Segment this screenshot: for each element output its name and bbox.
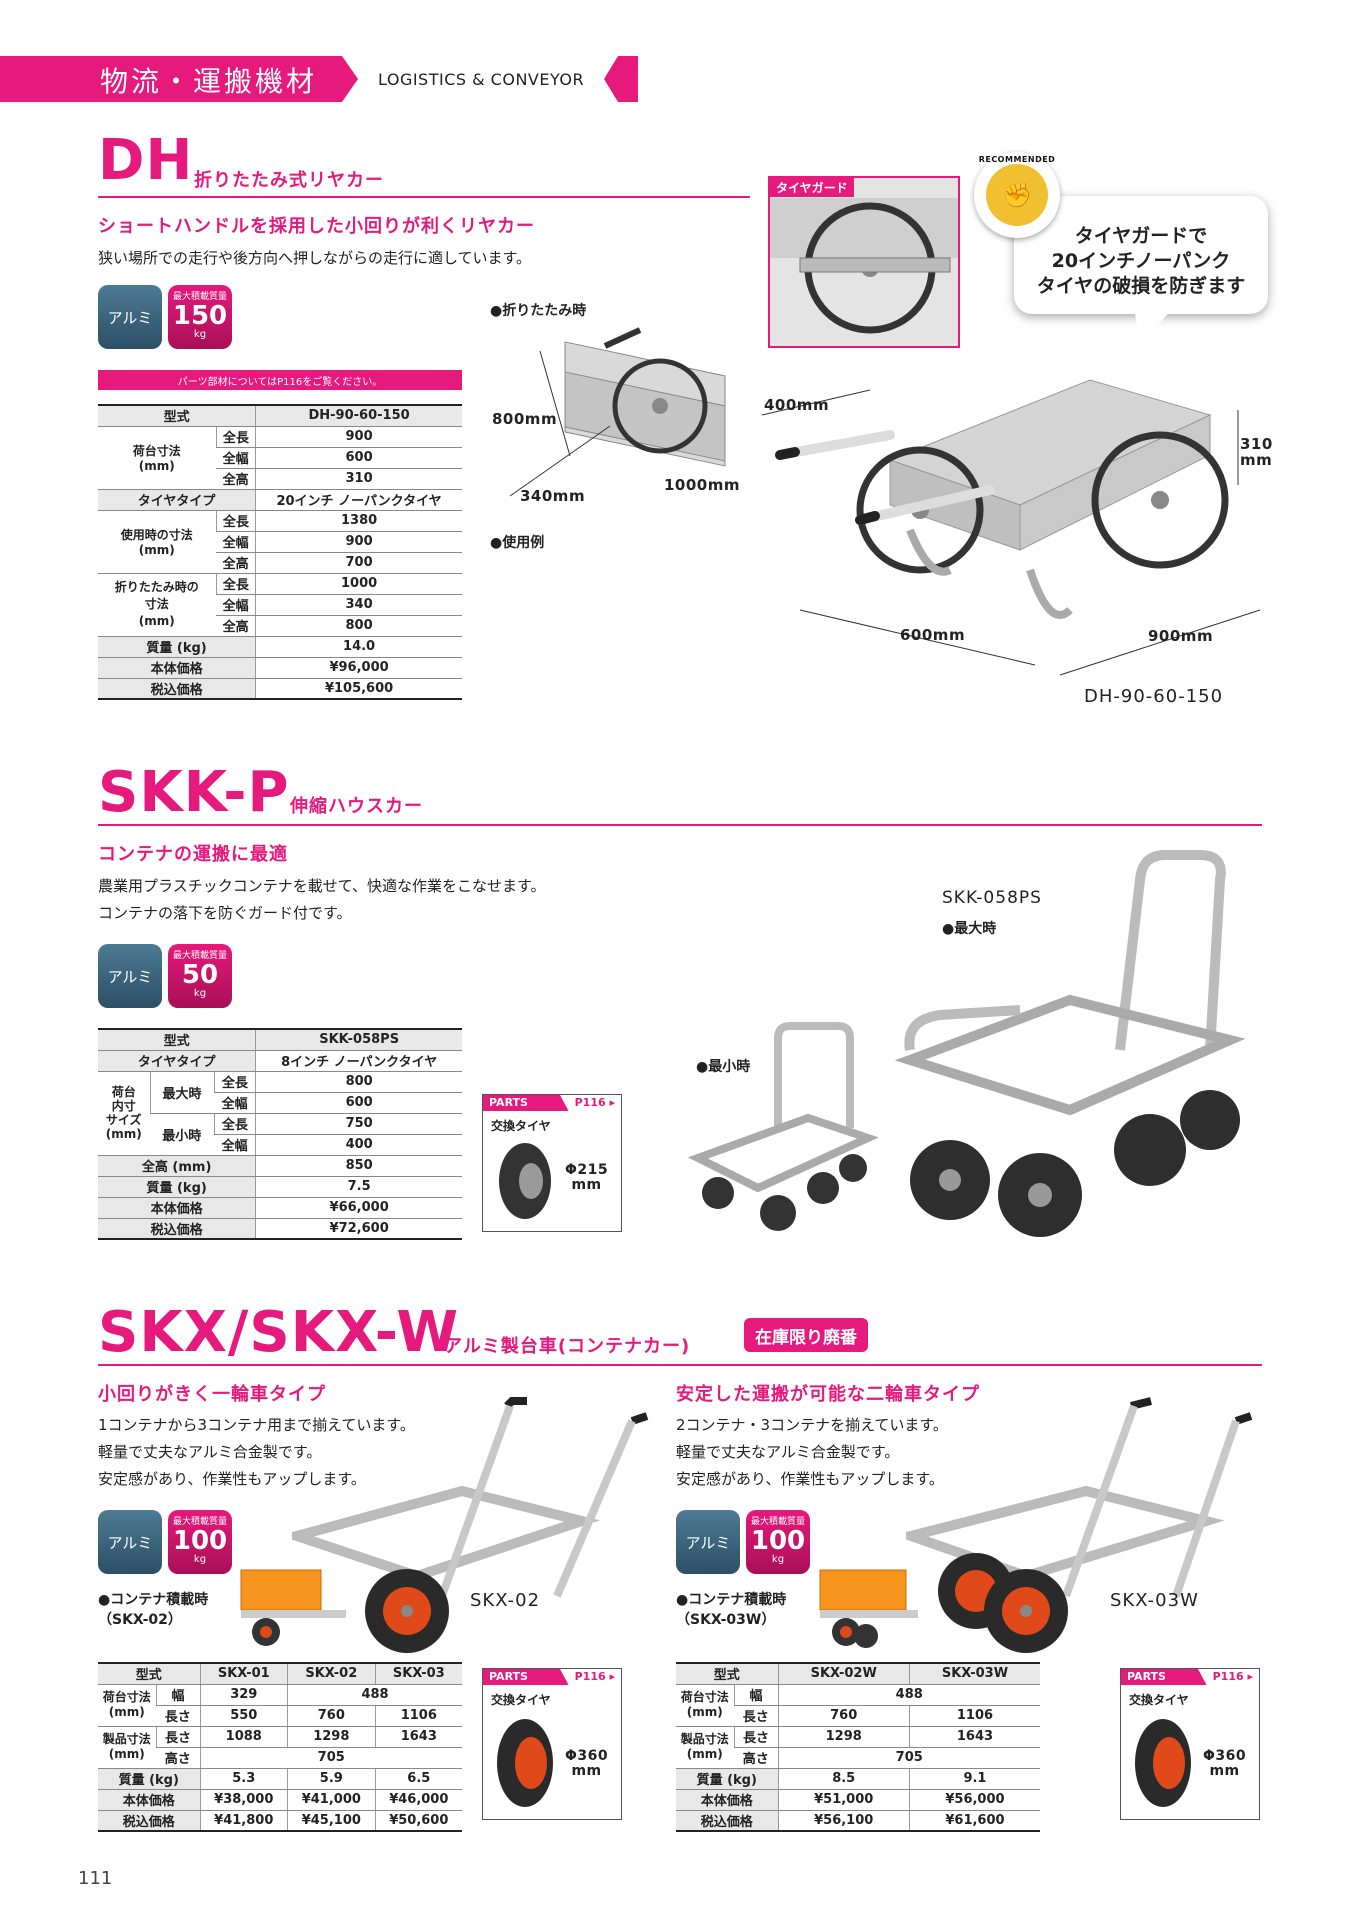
tire-guard-label: タイヤガード bbox=[770, 178, 854, 197]
skx-left-lead: 小回りがきく一輪車タイプ bbox=[98, 1384, 326, 1405]
dh-dim-handle: 400mm bbox=[764, 396, 830, 414]
material-badge: アルミ bbox=[98, 944, 162, 1008]
bubble-line-3: タイヤの破損を防ぎます bbox=[1036, 275, 1246, 297]
skx-right-product-label: SKX-03W bbox=[1110, 1590, 1199, 1611]
skkp-min-image bbox=[688, 1022, 878, 1231]
skx02-product-image bbox=[292, 1397, 649, 1653]
skx-left-product-label: SKX-02 bbox=[470, 1590, 541, 1611]
skx02-container-image bbox=[240, 1569, 346, 1646]
skx03w-container-image bbox=[819, 1569, 918, 1648]
skx-subtitle: アルミ製台車(コンテナカー) bbox=[444, 1336, 691, 1357]
material-badge: アルミ bbox=[98, 285, 162, 349]
dh-dim-width: 600mm bbox=[900, 626, 966, 644]
skx-left-parts-box: PARTS P116 ▸ 交換タイヤ Φ360 mm bbox=[482, 1668, 622, 1820]
parts-size: Φ215 mm bbox=[565, 1162, 609, 1193]
skx-left-description: 1コンテナから3コンテナ用まで揃えています。 軽量で丈夫なアルミ合金製です。 安… bbox=[98, 1416, 415, 1488]
skx-left-container-caption: ●コンテナ積載時 （SKX-02） bbox=[98, 1592, 209, 1628]
dh-product-model: DH-90-60-150 bbox=[1084, 686, 1224, 707]
skx-right-parts-box: PARTS P116 ▸ 交換タイヤ Φ360 mm bbox=[1120, 1668, 1260, 1820]
skkp-max-caption: ●最大時 bbox=[942, 921, 997, 937]
parts-note: パーツ部材についてはP116をご覧ください。 bbox=[98, 370, 462, 390]
skkp-lead: コンテナの運搬に最適 bbox=[98, 844, 288, 865]
use-example-photo bbox=[490, 530, 748, 704]
dh-dim-length: 900mm bbox=[1148, 627, 1214, 645]
bubble-line-1: タイヤガードで bbox=[1074, 225, 1208, 247]
skx-right-description: 2コンテナ・3コンテナを揃えています。 軽量で丈夫なアルミ合金製です。 安定感が… bbox=[676, 1416, 948, 1488]
load-unit: kg bbox=[193, 329, 207, 340]
skkp-min-caption: ●最小時 bbox=[696, 1059, 751, 1075]
tire-icon bbox=[1135, 1719, 1191, 1807]
header-band bbox=[0, 56, 358, 102]
dh-subtitle: 折りたたみ式リヤカー bbox=[194, 170, 384, 191]
discontinued-tag: 在庫限り廃番 bbox=[744, 1318, 868, 1352]
dh-description: 狭い場所での走行や後方向へ押しながらの走行に適しています。 bbox=[98, 249, 532, 267]
recommended-text: RECOMMENDED bbox=[978, 155, 1056, 164]
skkp-max-image bbox=[894, 850, 1246, 1237]
material-badge: アルミ bbox=[676, 1510, 740, 1574]
recommended-badge: ✊ RECOMMENDED bbox=[974, 152, 1060, 238]
skkp-description: 農業用プラスチックコンテナを載せて、快適な作業をこなせます。 コンテナの落下を防… bbox=[98, 877, 546, 922]
dh-lead: ショートハンドルを採用した小回りが利くリヤカー bbox=[98, 216, 535, 237]
skx-model-name: SKX/SKX-W bbox=[98, 1300, 460, 1365]
skx-right-lead: 安定した運搬が可能な二輪車タイプ bbox=[676, 1384, 980, 1405]
tire-icon bbox=[499, 1143, 551, 1219]
load-badge: 最大積載質量 150 kg bbox=[168, 285, 232, 349]
skkp-rule bbox=[98, 824, 1262, 826]
material-badge: アルミ bbox=[98, 1510, 162, 1574]
skx-right-container-caption: ●コンテナ積載時 （SKX-03W） bbox=[676, 1592, 787, 1628]
use-caption: ●使用例 bbox=[490, 535, 545, 551]
header-title: 物流・運搬機材 bbox=[100, 65, 318, 98]
skkp-max-model: SKK-058PS bbox=[942, 888, 1042, 908]
header-subtitle: LOGISTICS & CONVEYOR bbox=[378, 70, 585, 89]
skkp-model-name: SKK-P bbox=[98, 760, 290, 825]
skkp-parts-box: PARTS P116 ▸ 交換タイヤ Φ215 mm bbox=[482, 1094, 622, 1232]
recommend-bubble: タイヤガードで 20インチノーパンク タイヤの破損を防ぎます bbox=[1014, 196, 1268, 346]
fold-dim-width: 1000mm bbox=[664, 476, 741, 494]
tire-guard-inset bbox=[768, 176, 960, 348]
parts-title: 交換タイヤ bbox=[491, 1119, 551, 1133]
parts-ref: P116 ▸ bbox=[574, 1096, 615, 1109]
fold-dim-height: 800mm bbox=[492, 410, 558, 428]
skx03w-product-image bbox=[906, 1397, 1253, 1653]
dh-product-image bbox=[761, 379, 1261, 676]
load-label: 最大積載質量 bbox=[172, 292, 227, 302]
folded-cart-image bbox=[509, 327, 726, 497]
load-badge: 最大積載質量 100 kg bbox=[168, 1510, 232, 1574]
bubble-line-2: 20インチノーパンク bbox=[1051, 250, 1231, 272]
skkp-subtitle: 伸縮ハウスカー bbox=[290, 796, 423, 817]
fold-dim-depth: 340mm bbox=[520, 487, 586, 505]
dh-dim-height: 310 mm bbox=[1240, 435, 1273, 469]
fold-caption: ●折りたたみ時 bbox=[490, 303, 587, 319]
load-badge: 最大積載質量 100 kg bbox=[746, 1510, 810, 1574]
load-value: 150 bbox=[172, 301, 228, 331]
skx-rule bbox=[98, 1364, 1262, 1366]
header-tab bbox=[604, 56, 638, 102]
dh-model-name: DH bbox=[98, 128, 194, 193]
dh-rule bbox=[98, 196, 750, 198]
tire-icon bbox=[497, 1719, 553, 1807]
page-number: 111 bbox=[78, 1868, 113, 1889]
thumbs-up-icon: ✊ bbox=[986, 164, 1048, 226]
load-badge: 最大積載質量 50 kg bbox=[168, 944, 232, 1008]
parts-head: PARTS bbox=[483, 1095, 569, 1111]
